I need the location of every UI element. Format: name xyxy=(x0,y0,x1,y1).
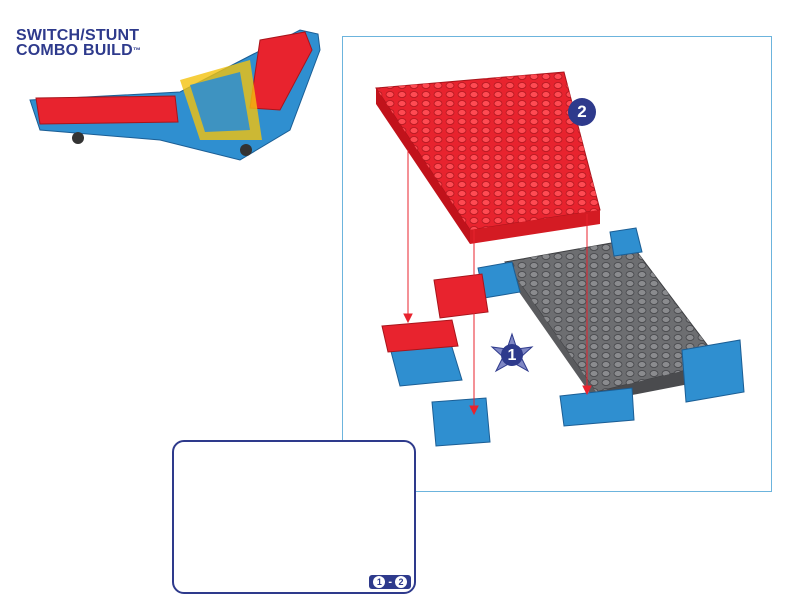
inset-step-range: 1 - 2 xyxy=(369,575,411,589)
vehicle-model xyxy=(30,30,320,160)
inset-separator: - xyxy=(388,576,392,588)
inset-to-step: 2 xyxy=(395,576,407,588)
step-frame xyxy=(342,36,772,492)
result-inset: 1 - 2 xyxy=(172,440,416,594)
step-1-badge: 1 xyxy=(494,338,530,374)
inset-from-step: 1 xyxy=(373,576,385,588)
step-2-badge: 2 xyxy=(568,98,596,126)
